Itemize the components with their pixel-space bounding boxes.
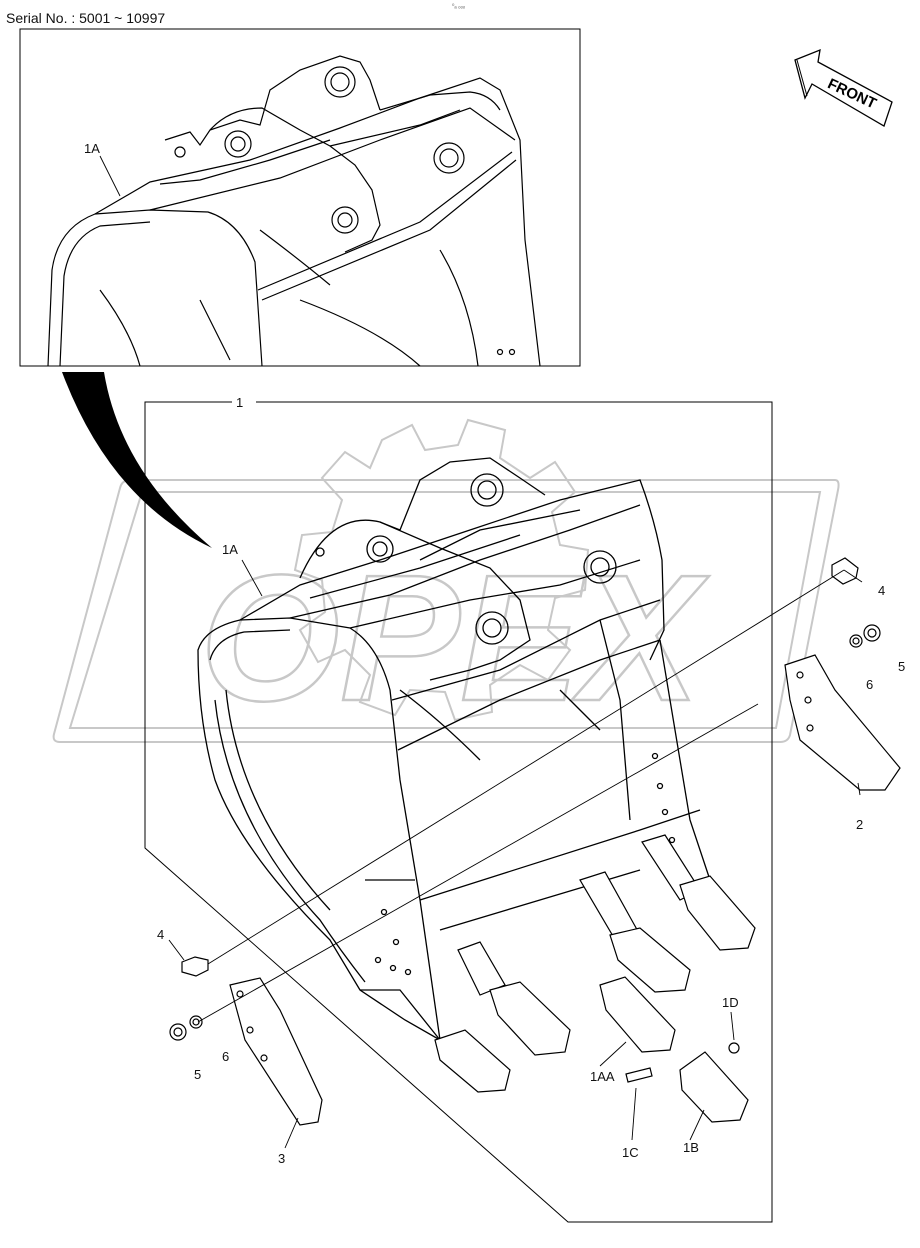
assembly-outline (144, 401, 773, 1223)
part-label-1a: 1A (222, 542, 238, 557)
part-label-5-right: 5 (898, 659, 906, 674)
watermark-text: OPEX (200, 538, 710, 739)
part-label-6-left: 6 (222, 1049, 230, 1064)
detail-connector-arrow (62, 372, 212, 548)
detail-inset-frame (19, 28, 581, 367)
side-cutters (229, 654, 901, 1126)
part-label-1aa: 1AA (590, 1069, 615, 1084)
detail-bucket-drawing (47, 55, 541, 367)
assembly-label-gap (232, 394, 256, 410)
part-label-3: 3 (278, 1151, 286, 1166)
leader-lines (99, 155, 863, 1149)
part-label-5-left: 5 (194, 1067, 202, 1082)
part-label-2: 2 (856, 817, 864, 832)
assembly-label: 1 (236, 395, 244, 410)
part-label-4-left: 4 (157, 927, 165, 942)
main-bucket-drawing (197, 457, 711, 1042)
watermark-gear (293, 418, 590, 722)
corner-mark: ⁰ₐ ₒₒₒ (452, 4, 466, 10)
bucket-teeth (434, 834, 756, 1123)
part-label-4-right: 4 (878, 583, 886, 598)
part-label-1c: 1C (622, 1145, 639, 1160)
detail-label-1a: 1A (84, 141, 100, 156)
part-label-1b: 1B (683, 1140, 699, 1155)
front-arrow-icon (794, 48, 893, 127)
serial-number: Serial No. : 5001 ~ 10997 (6, 10, 166, 26)
part-label-1d: 1D (722, 995, 739, 1010)
part-label-6-right: 6 (866, 677, 874, 692)
